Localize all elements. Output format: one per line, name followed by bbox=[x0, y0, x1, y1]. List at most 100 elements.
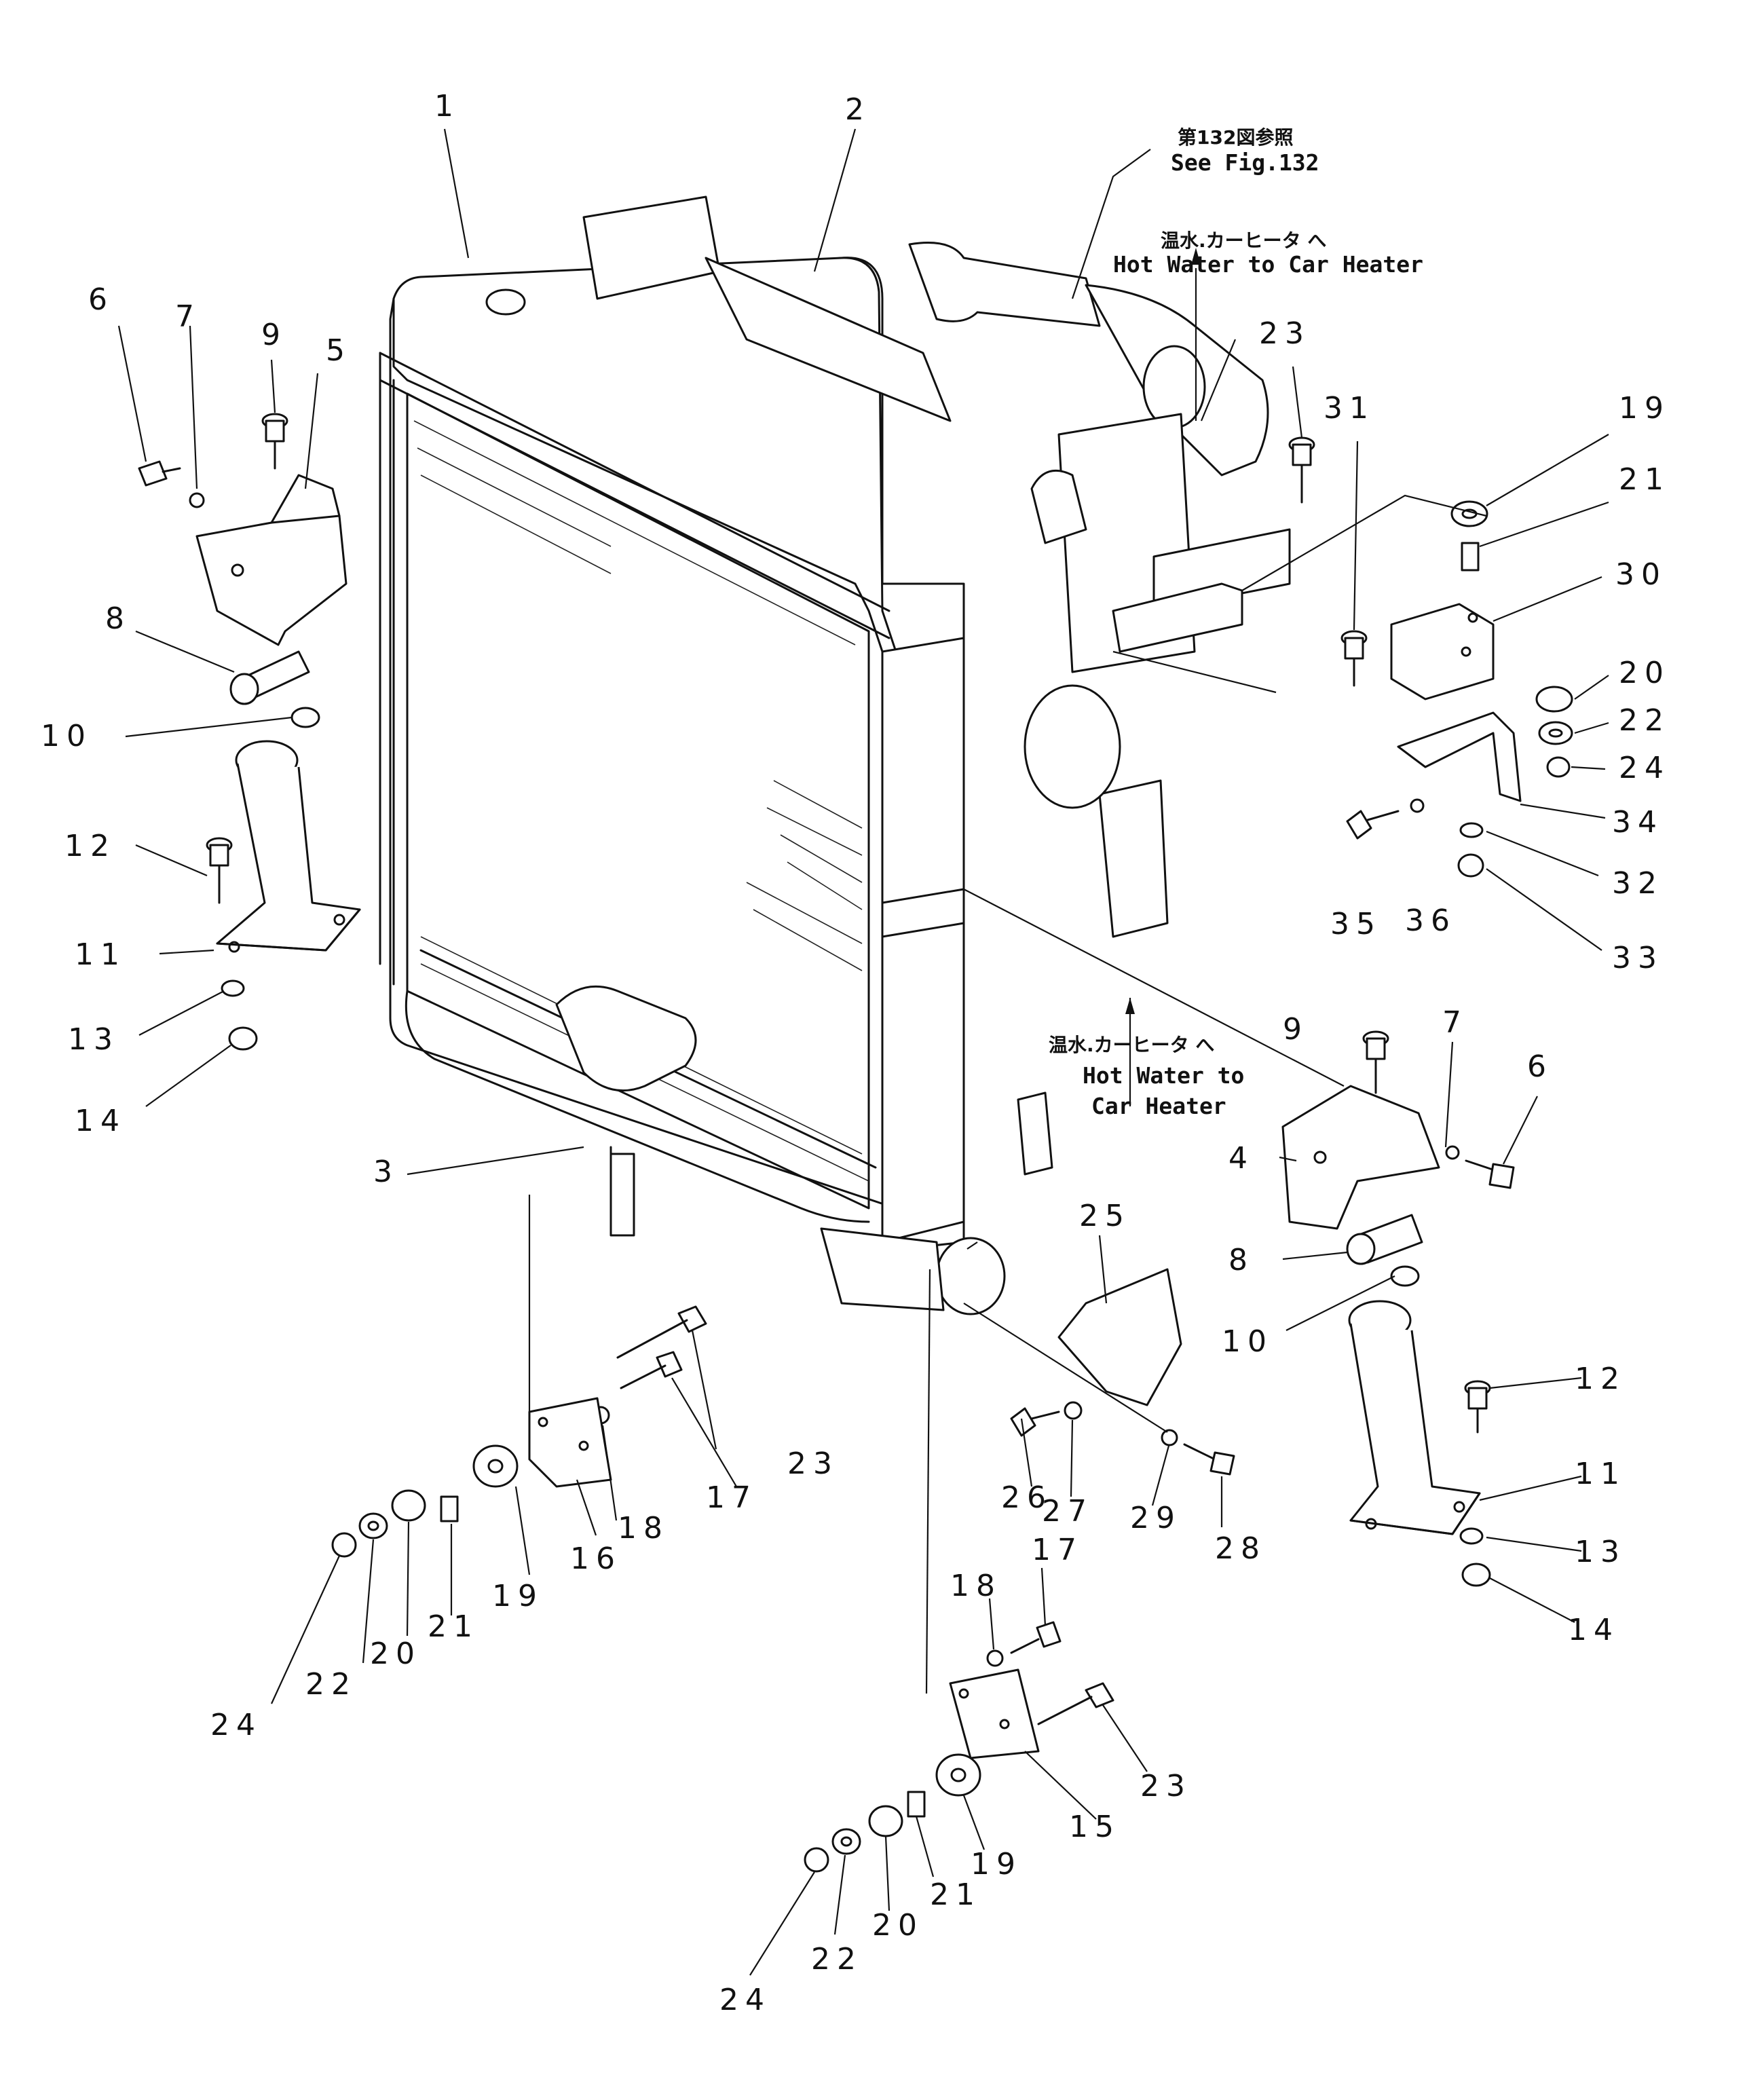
callout-27: 27 bbox=[1042, 1494, 1093, 1529]
callout-23-right-lower: 23 bbox=[1140, 1769, 1192, 1803]
callout-10-right: 10 bbox=[1222, 1324, 1273, 1359]
callout-13-left: 13 bbox=[68, 1022, 119, 1057]
callout-36: 36 bbox=[1405, 903, 1457, 938]
callout-20-right-lower: 20 bbox=[872, 1908, 924, 1943]
callout-7-right: 7 bbox=[1442, 1005, 1468, 1040]
callout-6-right: 6 bbox=[1527, 1049, 1553, 1084]
bracket-30-top bbox=[1112, 582, 1243, 653]
callout-9-left: 9 bbox=[261, 318, 287, 352]
callout-18-right-lower: 18 bbox=[950, 1569, 1002, 1603]
callout-24-right-lower: 24 bbox=[719, 1983, 771, 2017]
callout-22-top: 22 bbox=[1619, 703, 1670, 738]
washer-7-left bbox=[189, 492, 205, 508]
bracket-15 bbox=[949, 1668, 1040, 1759]
hot-water-mid-en-1: Hot Water to bbox=[1083, 1062, 1245, 1089]
callout-26: 26 bbox=[1001, 1480, 1053, 1515]
bolt-17-right-lower bbox=[1010, 1621, 1062, 1654]
collar-21-top bbox=[1461, 542, 1480, 572]
collar-21-left-lower bbox=[440, 1495, 459, 1522]
hot-water-top-en: Hot Water to Car Heater bbox=[1113, 251, 1423, 278]
callout-31: 31 bbox=[1324, 391, 1375, 426]
bracket-34 bbox=[1397, 711, 1522, 802]
callout-8-left: 8 bbox=[105, 601, 131, 636]
bolt-6-left bbox=[138, 460, 181, 487]
callout-5: 5 bbox=[326, 333, 352, 368]
bracket-4 bbox=[1281, 1085, 1440, 1230]
callout-24-left-lower: 24 bbox=[210, 1708, 262, 1742]
callout-19-top: 19 bbox=[1619, 391, 1670, 426]
callout-21-left-lower: 21 bbox=[428, 1609, 479, 1644]
callout-14-right: 14 bbox=[1568, 1613, 1619, 1647]
callout-33: 33 bbox=[1612, 941, 1664, 975]
callout-4: 4 bbox=[1228, 1141, 1254, 1176]
support-11-left bbox=[216, 740, 361, 953]
bolt-23-left-lower bbox=[616, 1305, 707, 1359]
callout-32: 32 bbox=[1612, 866, 1664, 901]
callout-17-left-lower: 17 bbox=[706, 1480, 757, 1515]
washer-20-right-lower bbox=[868, 1805, 903, 1837]
callout-30: 30 bbox=[1615, 557, 1667, 592]
callout-19-left-lower: 19 bbox=[492, 1579, 544, 1613]
callout-7-left: 7 bbox=[175, 299, 201, 334]
washer-22-right-lower bbox=[831, 1828, 861, 1855]
callout-17-right-lower: 17 bbox=[1032, 1533, 1083, 1567]
callout-14-left: 14 bbox=[75, 1104, 126, 1138]
washer-13-right bbox=[1459, 1527, 1484, 1545]
washer-20-left-lower bbox=[391, 1489, 426, 1522]
washer-36 bbox=[1410, 798, 1425, 813]
bolt-28 bbox=[1183, 1443, 1235, 1476]
callout-1: 1 bbox=[434, 89, 460, 124]
bolt-6-right bbox=[1465, 1159, 1515, 1189]
callout-23-top: 23 bbox=[1259, 316, 1311, 351]
bolt-9-right bbox=[1362, 1030, 1389, 1094]
bolt-9-left bbox=[261, 413, 288, 470]
flow-arrows bbox=[1125, 248, 1201, 1106]
washer-29 bbox=[1161, 1429, 1178, 1446]
mount-30 bbox=[1390, 603, 1495, 700]
callout-28: 28 bbox=[1215, 1531, 1266, 1566]
nut-24-top bbox=[1546, 756, 1571, 778]
support-11-right bbox=[1348, 1300, 1481, 1535]
bolt-23-top bbox=[1288, 436, 1315, 504]
callout-10-left: 10 bbox=[41, 719, 92, 753]
nut-10-right bbox=[1390, 1265, 1420, 1287]
callout-6-left: 6 bbox=[88, 282, 114, 317]
bolt-12-left bbox=[206, 837, 233, 904]
bushing-8-right bbox=[1346, 1214, 1423, 1265]
see-fig-reference-jp: 第132図参照 bbox=[1178, 126, 1294, 149]
bolt-26 bbox=[1010, 1407, 1060, 1437]
washer-22-left-lower bbox=[358, 1512, 388, 1539]
nut-14-left bbox=[228, 1026, 258, 1051]
leader-lines bbox=[117, 128, 1609, 1976]
bushing-8-left bbox=[229, 650, 310, 705]
callout-29: 29 bbox=[1130, 1501, 1182, 1535]
collar-21-right-lower bbox=[907, 1791, 926, 1818]
callout-16: 16 bbox=[570, 1541, 622, 1576]
callout-15: 15 bbox=[1069, 1810, 1121, 1844]
callout-23-left-lower: 23 bbox=[787, 1446, 839, 1481]
washer-19-left-lower bbox=[472, 1444, 519, 1488]
callout-25: 25 bbox=[1079, 1199, 1131, 1233]
callout-24-top: 24 bbox=[1619, 751, 1670, 785]
callout-2: 2 bbox=[845, 92, 871, 127]
callout-9-right: 9 bbox=[1283, 1012, 1309, 1047]
callout-18-left-lower: 18 bbox=[618, 1511, 669, 1546]
callout-34: 34 bbox=[1612, 805, 1664, 840]
callout-21-top: 21 bbox=[1619, 462, 1670, 497]
nut-33 bbox=[1457, 853, 1484, 878]
washer-32 bbox=[1459, 822, 1484, 838]
washer-18-right-lower bbox=[986, 1649, 1004, 1667]
nut-24-right-lower bbox=[804, 1847, 829, 1873]
callout-35: 35 bbox=[1330, 907, 1382, 941]
washer-19-top bbox=[1450, 500, 1488, 527]
nut-14-right bbox=[1461, 1563, 1491, 1587]
washer-22-top bbox=[1538, 721, 1573, 745]
washer-19-right-lower bbox=[935, 1753, 981, 1797]
callout-11-right: 11 bbox=[1575, 1457, 1626, 1491]
hot-water-top-jp: 温水.カーヒータ へ bbox=[1161, 229, 1327, 252]
callout-20-top: 20 bbox=[1619, 656, 1670, 690]
bolt-12-right bbox=[1464, 1380, 1491, 1434]
callout-22-right-lower: 22 bbox=[811, 1942, 863, 1977]
